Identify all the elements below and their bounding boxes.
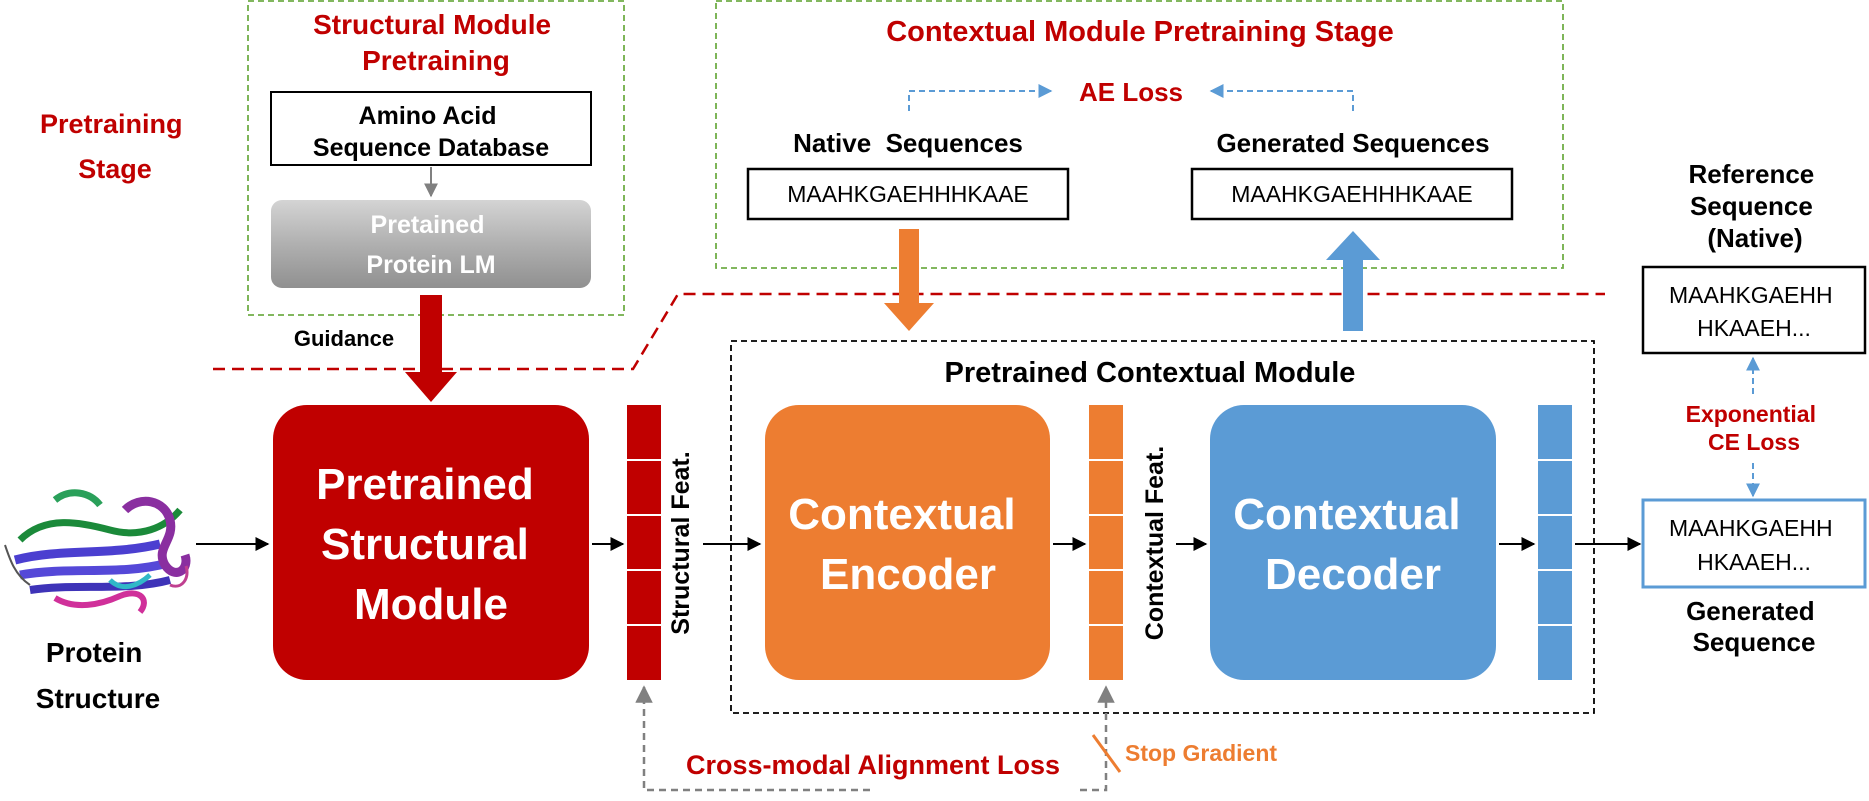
contextual-encoder-label: Contextual Encoder xyxy=(788,490,1028,599)
generated-sequence-box xyxy=(1190,167,1514,221)
cross-modal-alignment-loss-label: Cross-modal Alignment Loss xyxy=(686,750,1060,780)
pretrained-structural-module xyxy=(273,405,589,680)
generated-output-text: MAAHKGAEHH HKAAEH... xyxy=(1669,515,1839,575)
exponential-ce-loss-label: Exponential CE Loss xyxy=(1686,401,1823,455)
native-sequences-label: Native Sequences xyxy=(793,128,1023,158)
guidance-label: Guidance xyxy=(294,326,394,351)
reference-sequence-title: Reference Sequence (Native) xyxy=(1689,159,1822,253)
ae-loss-left-arrow xyxy=(908,84,1053,111)
ae-loss-label: AE Loss xyxy=(1079,77,1183,107)
generated-sequence-title: Generated Sequence xyxy=(1686,596,1822,657)
stop-gradient-label: Stop Gradient xyxy=(1125,740,1277,766)
protein-lm-box xyxy=(271,200,591,288)
contextual-decoder-label: Contextual Decoder xyxy=(1233,490,1473,599)
native-to-encoder-arrow xyxy=(884,229,934,331)
protein-structure-image xyxy=(4,489,191,614)
structural-feat-label: Structural Feat. xyxy=(667,451,695,634)
ae-loss-right-arrow xyxy=(1209,84,1354,111)
contextual-decoder xyxy=(1210,405,1496,680)
protein-lm-label: Pretained Protein LM xyxy=(366,211,495,279)
contextual-pretraining-box xyxy=(715,0,1564,269)
reference-sequence-box xyxy=(1641,265,1867,355)
generated-sequence-text: MAAHKGAEHHHKAAE xyxy=(1231,181,1473,207)
stop-gradient-mark xyxy=(1091,734,1122,773)
reference-sequence-text: MAAHKGAEHH HKAAEH... xyxy=(1669,282,1839,341)
output-feature-column xyxy=(1538,405,1572,680)
alignment-loss-left-arrow xyxy=(635,685,870,792)
structural-feature-column xyxy=(627,405,661,680)
pretrained-contextual-module-box xyxy=(730,340,1595,714)
generated-output-box xyxy=(1641,498,1867,589)
decoder-to-generated-arrow xyxy=(1326,231,1380,331)
native-sequence-box xyxy=(746,167,1070,221)
pretraining-stage-label: Pretraining Stage xyxy=(40,109,190,184)
structural-pretraining-title: Structural Module Pretraining xyxy=(313,9,559,76)
amino-acid-database-box xyxy=(270,91,592,166)
pretrained-structural-module-label: Pretrained Structural Module xyxy=(316,460,546,629)
alignment-loss-right-arrow xyxy=(1080,685,1115,792)
contextual-feature-column xyxy=(1089,405,1123,680)
structural-pretraining-box xyxy=(247,0,625,316)
guidance-arrow xyxy=(405,295,457,402)
contextual-feat-label: Contextual Feat. xyxy=(1141,446,1169,640)
pretrained-contextual-module-label: Pretrained Contextual Module xyxy=(945,357,1356,389)
amino-acid-database-label: Amino Acid Sequence Database xyxy=(313,102,549,162)
contextual-encoder xyxy=(765,405,1050,680)
generated-sequences-label: Generated Sequences xyxy=(1216,128,1489,158)
protein-structure-label: Protein Structure xyxy=(36,637,160,714)
native-sequence-text: MAAHKGAEHHHKAAE xyxy=(787,181,1029,207)
contextual-pretraining-title: Contextual Module Pretraining Stage xyxy=(886,16,1394,48)
